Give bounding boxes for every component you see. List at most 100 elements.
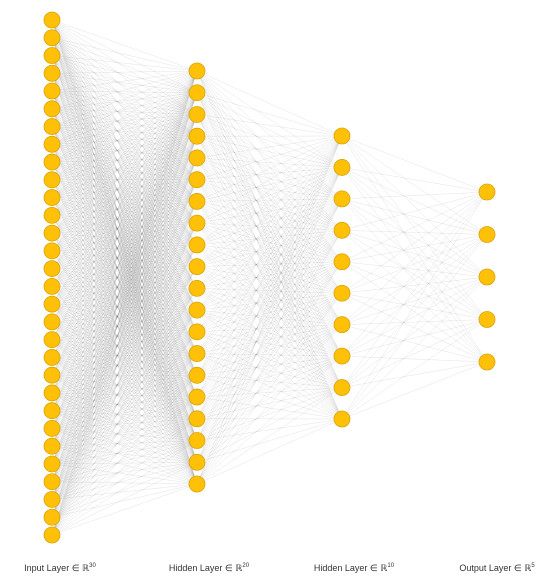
- connection-edge: [51, 179, 198, 376]
- connection-edge: [51, 92, 198, 198]
- connection-edge: [51, 70, 198, 340]
- connection-edge: [51, 144, 198, 419]
- connection-edge: [51, 268, 198, 398]
- connection-edge: [51, 250, 198, 333]
- connection-edge: [51, 70, 198, 198]
- connection-edge: [51, 222, 198, 234]
- connection-edge: [51, 73, 198, 202]
- connection-edge: [51, 92, 198, 216]
- input-neuron: [43, 64, 61, 82]
- connection-edge: [51, 114, 198, 269]
- connection-edge: [51, 375, 198, 429]
- connection-edge: [51, 309, 198, 394]
- connection-edge: [51, 331, 198, 518]
- connection-edge: [51, 19, 198, 93]
- hidden-2-neuron: [333, 284, 351, 302]
- connection-edge: [51, 55, 198, 224]
- connection-edge: [51, 73, 198, 289]
- connection-edge: [51, 309, 198, 376]
- connection-edge: [51, 73, 198, 311]
- connection-edge: [51, 232, 198, 289]
- connection-edge: [51, 396, 198, 482]
- connection-edge: [341, 355, 488, 363]
- connection-edge: [51, 375, 198, 500]
- connection-edge: [51, 321, 198, 398]
- connection-edge: [51, 374, 198, 485]
- connection-edge: [51, 92, 198, 429]
- connection-edge: [51, 37, 198, 93]
- connection-edge: [51, 375, 198, 482]
- connection-edge: [51, 288, 198, 340]
- connection-edge: [196, 70, 343, 325]
- connection-edge: [196, 244, 343, 325]
- connection-edge: [196, 135, 343, 376]
- connection-edge: [51, 339, 198, 398]
- connection-edge: [341, 261, 488, 320]
- connection-edge: [51, 250, 198, 289]
- connection-edge: [196, 167, 343, 398]
- connection-edge: [341, 167, 488, 278]
- connection-edge: [51, 55, 198, 289]
- connection-edge: [51, 215, 198, 267]
- hidden-1-neuron: [188, 106, 206, 123]
- connection-edge: [51, 90, 198, 267]
- connection-edge: [196, 135, 343, 485]
- connection-edge: [51, 410, 198, 441]
- connection-edge: [196, 114, 343, 388]
- connection-edge: [196, 136, 343, 325]
- connection-edge: [196, 222, 343, 294]
- connection-edge: [196, 167, 343, 311]
- connection-edge: [51, 144, 198, 354]
- connection-edge: [196, 136, 343, 357]
- connection-edge: [51, 70, 198, 323]
- input-neuron: [43, 349, 61, 366]
- input-neuron: [43, 11, 61, 29]
- connection-edge: [196, 244, 343, 388]
- connection-edge: [196, 179, 343, 200]
- connection-edge: [51, 92, 198, 269]
- connection-edge: [51, 331, 198, 411]
- connection-edge: [196, 324, 343, 419]
- connection-edge: [51, 331, 198, 536]
- connection-edge: [196, 167, 343, 354]
- connection-edge: [51, 353, 198, 518]
- connection-edge: [51, 286, 198, 289]
- connection-edge: [51, 90, 198, 354]
- hidden-1-neuron: [188, 279, 206, 297]
- connection-edge: [51, 108, 198, 332]
- connection-edge: [51, 288, 198, 376]
- connection-edge: [51, 136, 198, 376]
- connection-edge: [51, 179, 198, 441]
- connection-edge: [51, 179, 198, 500]
- connection-edge: [196, 157, 343, 420]
- connection-edge: [51, 19, 198, 72]
- connection-edge: [51, 244, 198, 252]
- connection-edge: [51, 126, 198, 267]
- connection-edge: [196, 353, 343, 357]
- connection-edge: [196, 230, 343, 354]
- input-neuron: [43, 189, 61, 206]
- connection-edge: [51, 244, 198, 518]
- hidden-2-neuron: [333, 127, 351, 145]
- connection-edge: [51, 232, 198, 463]
- connection-edge: [196, 201, 343, 388]
- hidden-1-neuron: [188, 62, 206, 80]
- connection-edge: [51, 114, 198, 376]
- connection-edge: [341, 230, 488, 235]
- connection-edge: [196, 222, 343, 263]
- connection-edge: [51, 136, 198, 536]
- connection-edge: [51, 288, 198, 465]
- connection-edge: [196, 114, 343, 294]
- connection-edge: [196, 324, 343, 354]
- connection-edge: [51, 114, 198, 305]
- connection-edge: [51, 90, 198, 463]
- connection-edge: [196, 230, 343, 376]
- hidden-1-neuron: [188, 127, 206, 145]
- hidden-2-neuron: [333, 221, 351, 239]
- connection-edge: [51, 244, 198, 411]
- connection-edge: [196, 201, 343, 263]
- connection-edge: [51, 70, 198, 216]
- connection-edge: [196, 266, 343, 325]
- connection-edge: [51, 392, 198, 398]
- connection-edge: [51, 331, 198, 465]
